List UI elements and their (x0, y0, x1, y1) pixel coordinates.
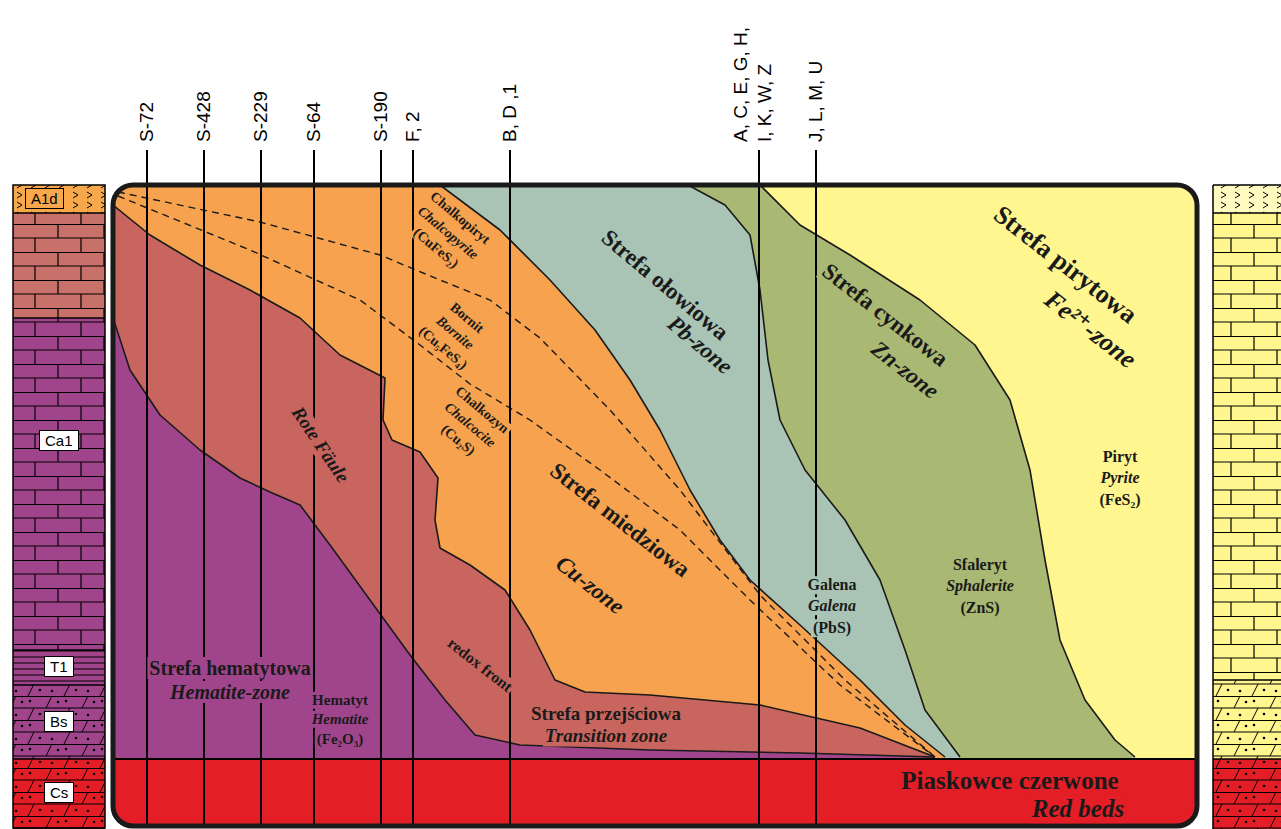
drill-hole-label: I, K, W, Z (754, 64, 776, 142)
mineral-label: (ZnS) (958, 599, 1001, 617)
drill-hole-label: J, L, M, U (805, 61, 827, 142)
unit-label: Cs (50, 784, 68, 801)
mineral-label: Galena (806, 576, 859, 594)
drill-hole-label: S-190 (370, 91, 392, 142)
front-label: Rote Fäule (286, 401, 354, 488)
zone-title: Fe²⁺-zone (1037, 284, 1143, 376)
zone-title: Strefa ołowiowa (595, 223, 735, 346)
mineral-label: (CuFeS₂) (409, 223, 463, 272)
mineral-label: Cu-zone (549, 549, 630, 620)
zone-title: Strefa przejściowa (529, 704, 683, 725)
drill-hole-label: B, D ,1 (499, 84, 521, 142)
strat-column-right (1213, 185, 1281, 829)
mineral-label: Chalcocite (440, 398, 500, 452)
zone-title: Red beds (1030, 795, 1126, 823)
unit-label: A1d (31, 190, 58, 207)
zone-title: Transition zone (543, 726, 669, 747)
zone-title: Zn-zone (865, 335, 945, 405)
mineral-label: Sfaleryt (951, 556, 1009, 574)
drill-hole-label: S-64 (303, 102, 325, 142)
unit-label-box: Cs (44, 782, 74, 803)
front-label: redox front (443, 633, 518, 697)
mineral-label: (Cu₂S) (436, 420, 479, 460)
zone-title: Strefa pirytowa (986, 199, 1144, 331)
unit-label: Bs (50, 713, 68, 730)
unit-label-box: Bs (44, 711, 74, 732)
mineral-label: (FeS₂) (1097, 491, 1142, 509)
unit-label-box: Ca1 (39, 430, 79, 451)
mineral-label: Piryt (1101, 448, 1140, 466)
mineral-label: Bornite (432, 312, 478, 354)
section-frame (113, 185, 1197, 826)
zone-title: Strefa cynkowa (816, 257, 955, 373)
mineral-label: Pyrite (1098, 469, 1141, 487)
zone-title: Hematite-zone (168, 681, 292, 703)
zone-title: Chalcopyrite (413, 202, 483, 264)
mineral-label: Chalkozyn (451, 382, 513, 438)
zone-fills (113, 185, 1197, 826)
unit-label: Ca1 (45, 432, 73, 449)
mineral-label: (PbS) (811, 619, 853, 637)
drill-hole-label: S-72 (136, 102, 158, 142)
mineral-label: Galena (806, 597, 858, 615)
unit-label-box: A1d (25, 188, 64, 209)
zone-title: Chalkopiryt (426, 187, 495, 248)
zone-title: Strefa hematytowa (147, 657, 312, 679)
mineral-label: Sphalerite (944, 577, 1016, 595)
strat-column-left (13, 185, 105, 829)
mineral-label: Hematite (310, 711, 371, 728)
mineral-label: (Cu₅FeS₄) (414, 322, 472, 374)
zone-title: Piaskowce czerwone (899, 767, 1120, 795)
drill-hole-label: S-428 (193, 91, 215, 142)
mineral-label: Strefa miedziowa (544, 456, 697, 583)
zone-title: Pb-zone (661, 309, 739, 380)
drill-hole-label: S-229 (250, 91, 272, 142)
unit-label-box: T1 (44, 656, 74, 677)
drill-hole-label: F, 2 (402, 111, 424, 142)
mineral-label: Bornit (446, 298, 489, 337)
unit-label: T1 (50, 658, 68, 675)
drill-hole-label: A, C, E, G, H, (730, 27, 752, 142)
mineral-label: (Fe₂O₃) (315, 731, 365, 748)
drill-hole-lines (147, 150, 816, 826)
mineral-label: Hematyt (310, 692, 370, 709)
